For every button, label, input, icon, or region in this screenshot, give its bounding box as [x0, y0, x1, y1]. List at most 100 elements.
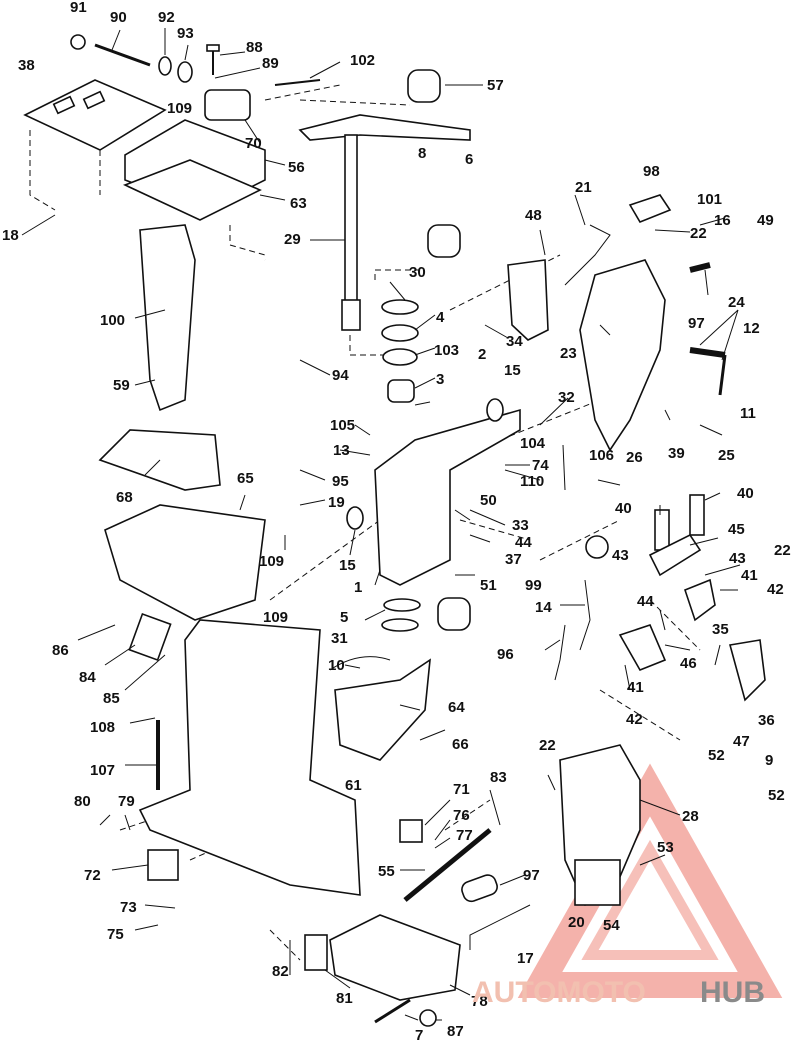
part-label-24: 24 — [728, 294, 745, 311]
part-label-3: 3 — [436, 371, 444, 388]
part-label-53: 53 — [657, 839, 674, 856]
part-label-43: 43 — [729, 550, 746, 567]
part-label-21: 21 — [575, 179, 592, 196]
part-label-43: 43 — [612, 547, 629, 564]
part-label-31: 31 — [331, 630, 348, 647]
part-label-94: 94 — [332, 367, 349, 384]
part-label-22: 22 — [774, 542, 791, 559]
part-label-87: 87 — [447, 1023, 464, 1040]
part-label-49: 49 — [757, 212, 774, 229]
part-label-95: 95 — [332, 473, 349, 490]
link-45 — [648, 533, 702, 577]
gasket-63 — [122, 159, 262, 221]
part-label-41: 41 — [741, 567, 758, 584]
part-label-109: 109 — [259, 553, 284, 570]
part-label-79: 79 — [118, 793, 135, 810]
part-label-40: 40 — [615, 500, 632, 517]
part-label-13: 13 — [333, 442, 350, 459]
part-label-80: 80 — [74, 793, 91, 810]
part-label-56: 56 — [288, 159, 305, 176]
part-label-105: 105 — [330, 417, 355, 434]
part-label-44: 44 — [515, 534, 532, 551]
plate-47 — [728, 639, 766, 702]
part-label-30: 30 — [409, 264, 426, 281]
plate-41 — [684, 578, 716, 622]
lower-housing-61 — [138, 619, 361, 896]
part-label-59: 59 — [113, 377, 130, 394]
lube-symbol-57 — [407, 69, 441, 103]
part-label-88: 88 — [246, 39, 263, 56]
part-label-96: 96 — [497, 646, 514, 663]
part-label-83: 83 — [490, 769, 507, 786]
cover-64 — [334, 658, 431, 761]
part-label-11: 11 — [740, 405, 756, 422]
part-label-75: 75 — [107, 926, 124, 943]
leader-lines — [21, 28, 741, 1021]
part-label-77: 77 — [456, 827, 473, 844]
part-label-82: 82 — [272, 963, 289, 980]
part-label-78: 78 — [471, 993, 488, 1010]
part-label-32: 32 — [558, 389, 575, 406]
part-label-61: 61 — [345, 777, 362, 794]
part-label-26: 26 — [626, 449, 643, 466]
part-label-72: 72 — [84, 867, 101, 884]
gasket-plate-38 — [23, 79, 167, 151]
part-label-103: 103 — [434, 342, 459, 359]
part-label-8: 8 — [418, 145, 426, 162]
part-label-64: 64 — [448, 699, 465, 716]
part-label-23: 23 — [560, 345, 577, 362]
stern-bracket-23 — [579, 259, 666, 452]
part-label-54: 54 — [603, 917, 620, 934]
part-label-70: 70 — [245, 135, 262, 152]
block-71 — [399, 819, 423, 843]
part-label-41: 41 — [627, 679, 644, 696]
part-label-47: 47 — [733, 733, 750, 750]
part-label-16: 16 — [714, 212, 731, 229]
lube-symbol-5 — [437, 597, 471, 631]
part-label-93: 93 — [177, 25, 194, 42]
part-label-44: 44 — [637, 593, 654, 610]
part-label-101: 101 — [697, 191, 722, 208]
part-label-2: 2 — [478, 346, 486, 363]
part-label-33: 33 — [512, 517, 529, 534]
part-label-97: 97 — [688, 315, 705, 332]
part-label-74: 74 — [532, 457, 549, 474]
cap-78 — [329, 914, 461, 1001]
part-label-66: 66 — [452, 736, 469, 753]
lube-symbol-4 — [427, 224, 461, 258]
part-label-76: 76 — [453, 807, 470, 824]
watermark-brand-part1: AUTOMOTO — [472, 976, 646, 1009]
part-label-50: 50 — [480, 492, 497, 509]
part-label-36: 36 — [758, 712, 775, 729]
part-label-55: 55 — [378, 863, 395, 880]
part-label-109: 109 — [167, 100, 192, 117]
watermark-text: AUTOMOTO HUB — [472, 976, 765, 1009]
plate-46 — [618, 624, 667, 672]
part-label-20: 20 — [568, 914, 585, 931]
part-label-81: 81 — [336, 990, 353, 1007]
part-label-92: 92 — [158, 9, 175, 26]
part-label-57: 57 — [487, 77, 504, 94]
part-label-46: 46 — [680, 655, 697, 672]
parts — [23, 34, 766, 1027]
part-label-109: 109 — [263, 609, 288, 626]
part-label-90: 90 — [110, 9, 127, 26]
part-label-63: 63 — [290, 195, 307, 212]
part-label-68: 68 — [116, 489, 133, 506]
part-label-10: 10 — [328, 657, 345, 674]
part-label-100: 100 — [100, 312, 125, 329]
part-label-89: 89 — [262, 55, 279, 72]
plate-98 — [628, 194, 672, 223]
part-label-6: 6 — [465, 151, 473, 168]
part-label-39: 39 — [668, 445, 685, 462]
part-label-4: 4 — [436, 309, 445, 326]
part-label-102: 102 — [350, 52, 375, 69]
part-label-40: 40 — [737, 485, 754, 502]
part-label-99: 99 — [525, 577, 542, 594]
part-label-108: 108 — [90, 719, 115, 736]
part-label-98: 98 — [643, 163, 660, 180]
part-label-65: 65 — [237, 470, 254, 487]
part-label-28: 28 — [682, 808, 699, 825]
swivel-bracket-1 — [374, 408, 521, 586]
